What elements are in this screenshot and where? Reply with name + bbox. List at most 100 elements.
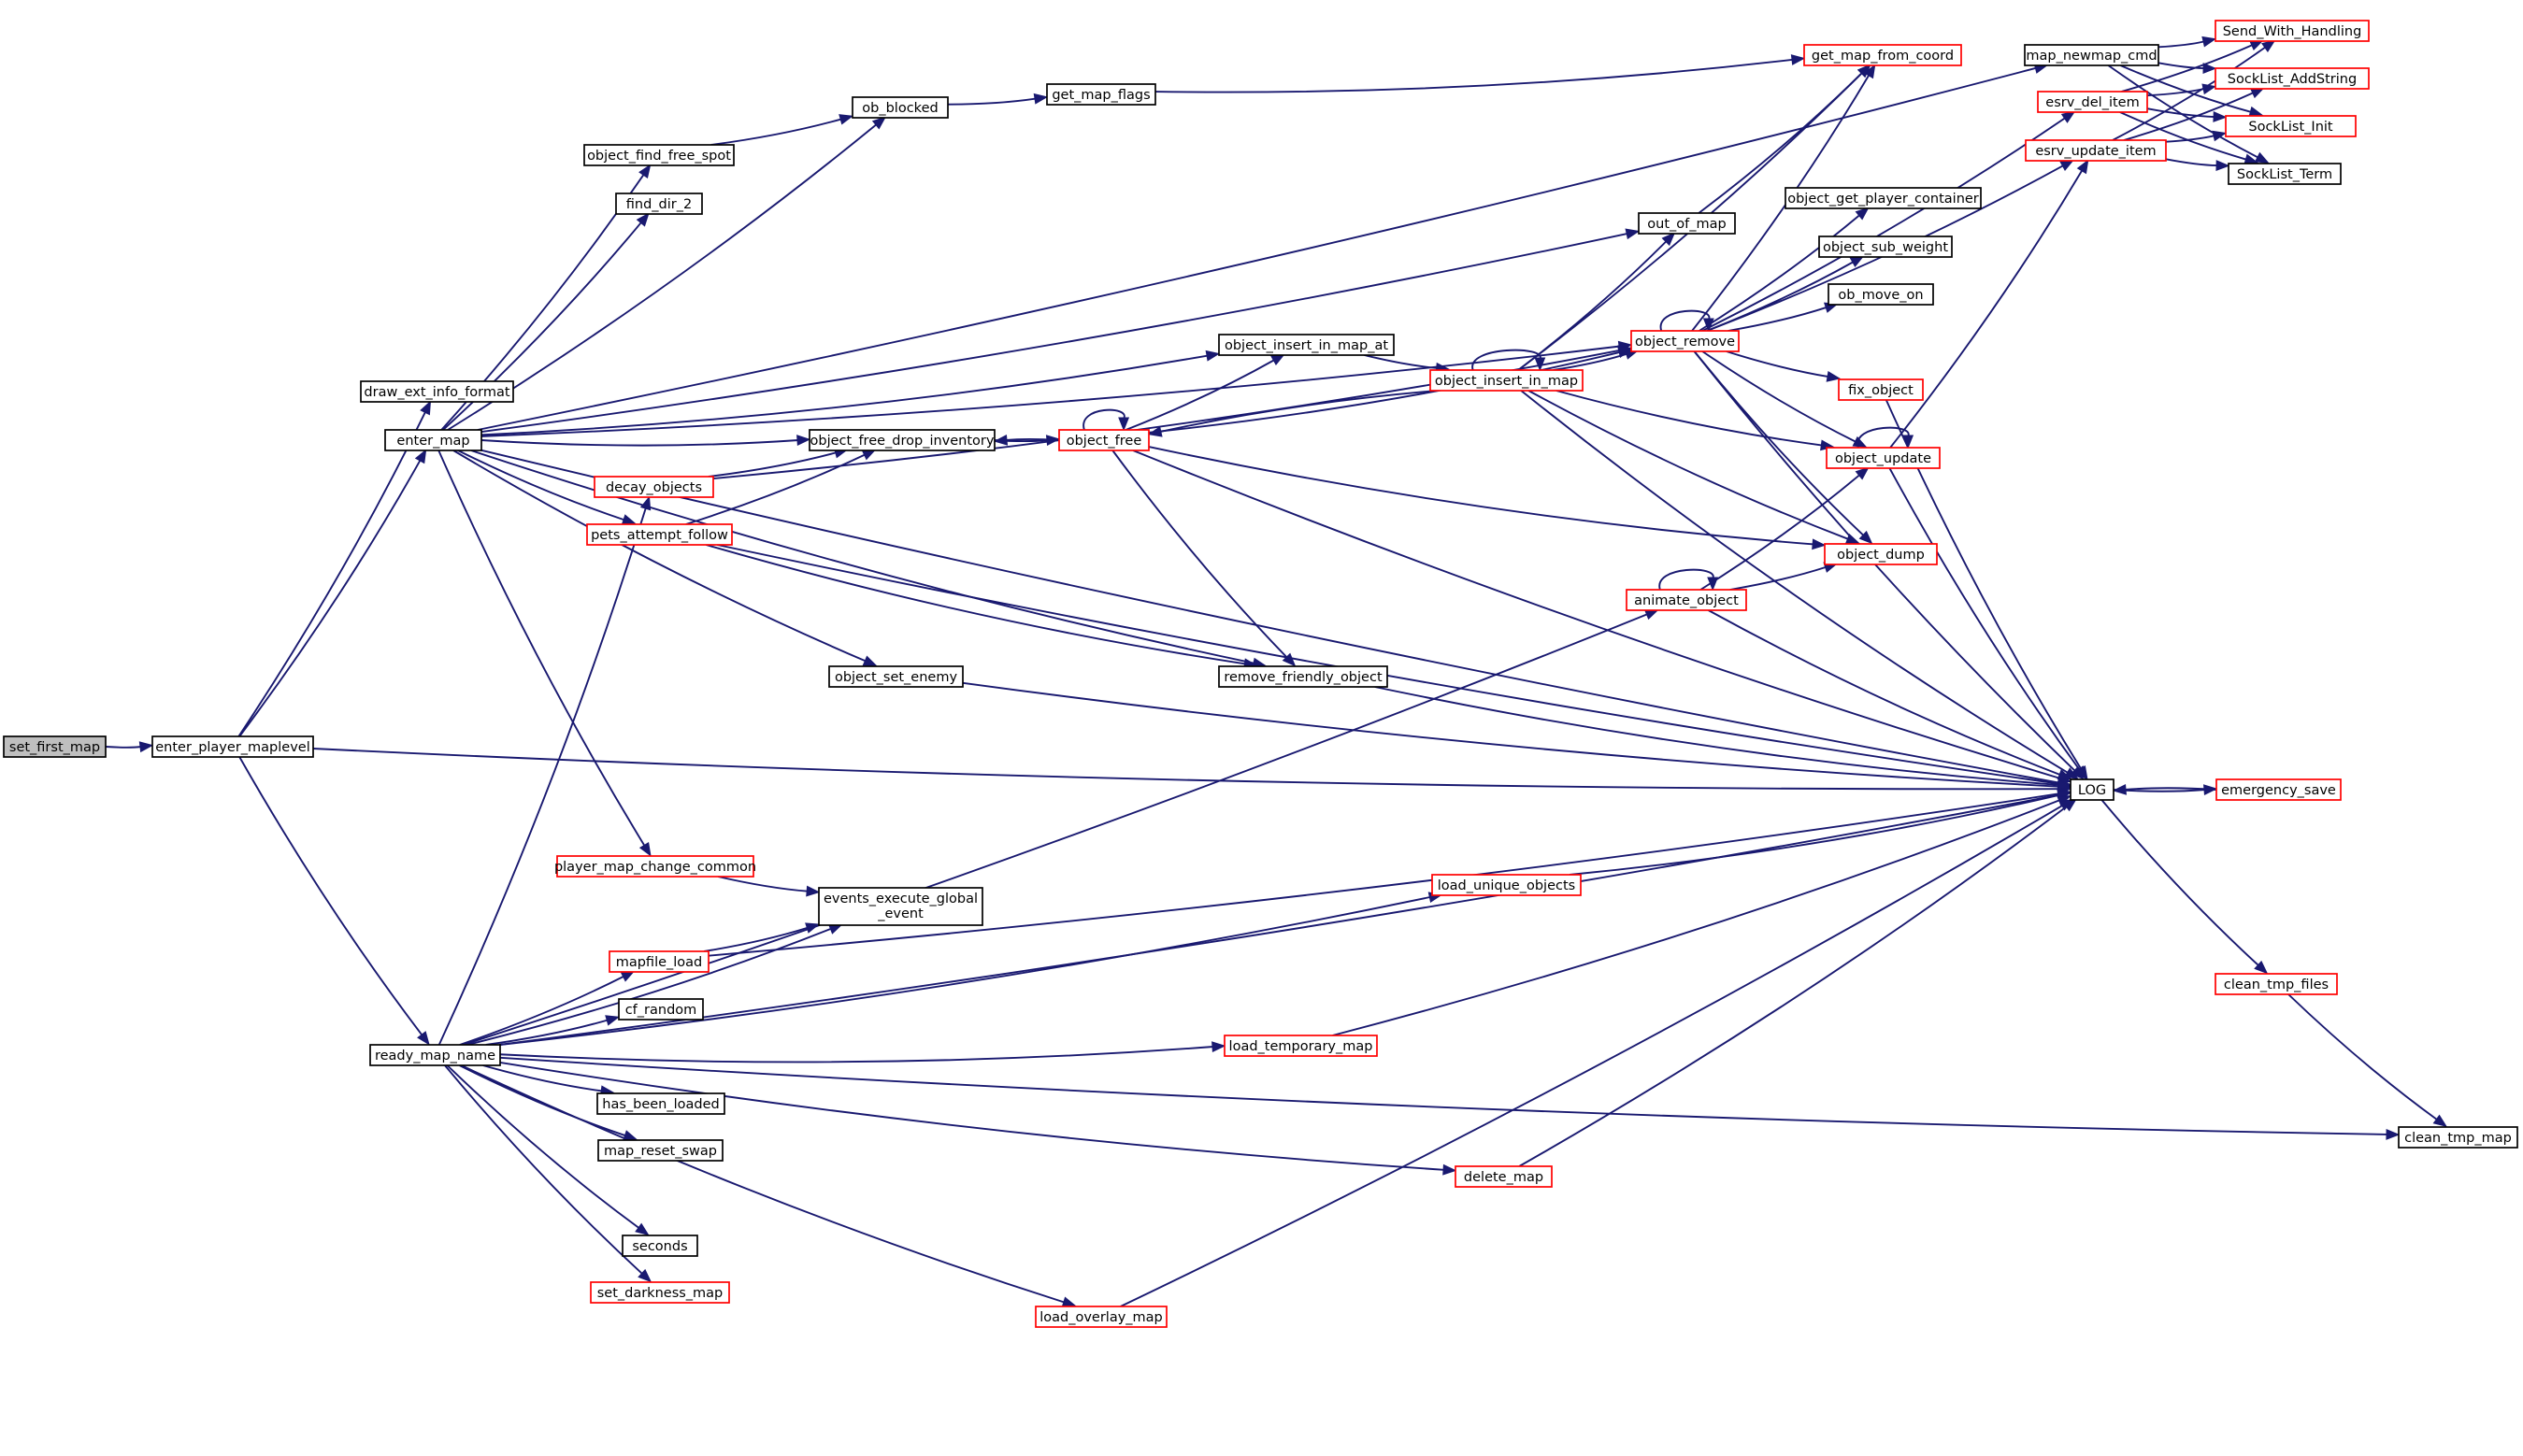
node-remove_friendly_object[interactable]: remove_friendly_object xyxy=(1218,665,1388,688)
edge-arrowhead xyxy=(2076,159,2089,175)
edge-clean_tmp_files-to-clean_tmp_map xyxy=(2287,993,2448,1128)
edge-enter_map-to-LOG xyxy=(480,449,2072,789)
node-label: cf_random xyxy=(625,1003,697,1018)
edge-object_set_enemy-to-LOG xyxy=(962,681,2072,792)
node-object_set_enemy[interactable]: object_set_enemy xyxy=(828,665,964,688)
node-player_map_change_common[interactable]: player_map_change_common xyxy=(554,855,756,878)
node-has_been_loaded[interactable]: has_been_loaded xyxy=(596,1092,725,1115)
edge-line xyxy=(1889,169,2084,449)
node-set_first_map[interactable]: set_first_map xyxy=(3,735,107,758)
node-delete_map[interactable]: delete_map xyxy=(1455,1165,1553,1188)
node-label: object_find_free_spot xyxy=(587,149,731,164)
node-SockList_Init[interactable]: SockList_Init xyxy=(2225,115,2357,137)
node-object_get_player_container[interactable]: object_get_player_container xyxy=(1785,187,1982,209)
node-label: set_first_map xyxy=(9,740,100,755)
edge-ready_map_name-to-clean_tmp_map xyxy=(499,1056,2401,1140)
node-object_free_drop_inventory[interactable]: object_free_drop_inventory xyxy=(809,429,996,451)
node-load_overlay_map[interactable]: load_overlay_map xyxy=(1035,1306,1168,1328)
node-decay_objects[interactable]: decay_objects xyxy=(594,476,714,498)
node-get_map_from_coord[interactable]: get_map_from_coord xyxy=(1803,44,1962,66)
node-map_newmap_cmd[interactable]: map_newmap_cmd xyxy=(2024,44,2159,66)
edge-animate_object-to-object_dump xyxy=(1729,562,1839,591)
edge-line xyxy=(1125,359,1275,431)
node-get_map_flags[interactable]: get_map_flags xyxy=(1046,83,1156,106)
node-find_dir_2[interactable]: find_dir_2 xyxy=(615,193,703,215)
node-enter_player_maplevel[interactable]: enter_player_maplevel xyxy=(151,735,314,758)
node-enter_map[interactable]: enter_map xyxy=(384,429,482,451)
node-LOG[interactable]: LOG xyxy=(2070,778,2114,801)
edge-arrowhead xyxy=(1702,318,1714,333)
node-cf_random[interactable]: cf_random xyxy=(618,998,704,1021)
node-box xyxy=(1431,874,1582,896)
node-box xyxy=(596,1092,725,1115)
node-events_execute_global_event[interactable]: events_execute_global_event xyxy=(818,887,983,926)
node-label: pets_attempt_follow xyxy=(591,528,728,543)
node-map_reset_swap[interactable]: map_reset_swap xyxy=(597,1139,724,1162)
node-object_sub_weight[interactable]: object_sub_weight xyxy=(1818,236,1953,258)
edge-arrowhead xyxy=(638,164,652,179)
node-animate_object[interactable]: animate_object xyxy=(1626,589,1747,611)
node-ob_move_on[interactable]: ob_move_on xyxy=(1828,283,1934,306)
node-out_of_map[interactable]: out_of_map xyxy=(1638,212,1736,235)
node-load_temporary_map[interactable]: load_temporary_map xyxy=(1224,1035,1378,1057)
node-box xyxy=(1046,83,1156,106)
edge-ready_map_name-to-LOG xyxy=(499,790,2072,1046)
edge-arrowhead xyxy=(2212,130,2228,142)
node-SockList_AddString[interactable]: SockList_AddString xyxy=(2215,67,2370,90)
node-object_find_free_spot[interactable]: object_find_free_spot xyxy=(583,144,735,166)
node-box xyxy=(583,144,735,166)
node-box xyxy=(852,96,949,119)
node-esrv_update_item[interactable]: esrv_update_item xyxy=(2025,139,2167,162)
node-set_darkness_map[interactable]: set_darkness_map xyxy=(590,1281,730,1304)
node-emergency_save[interactable]: emergency_save xyxy=(2215,778,2342,801)
node-object_insert_in_map_at[interactable]: object_insert_in_map_at xyxy=(1218,334,1395,356)
edge-arrowhead xyxy=(1617,345,1633,356)
edge-line xyxy=(482,1064,603,1092)
node-object_insert_in_map[interactable]: object_insert_in_map xyxy=(1429,369,1584,392)
node-ready_map_name[interactable]: ready_map_name xyxy=(369,1044,501,1066)
node-label: draw_ext_info_format xyxy=(364,385,509,400)
node-draw_ext_info_format[interactable]: draw_ext_info_format xyxy=(360,380,514,403)
node-box xyxy=(2215,778,2342,801)
edge-object_update-to-object_update xyxy=(1856,426,1914,450)
node-object_free[interactable]: object_free xyxy=(1058,429,1150,451)
edge-line xyxy=(480,439,799,447)
node-label: get_map_from_coord xyxy=(1812,49,1954,64)
edge-arrowhead xyxy=(1902,435,1914,450)
edge-arrowhead xyxy=(1858,530,1873,545)
node-box xyxy=(1429,369,1584,392)
node-ob_blocked[interactable]: ob_blocked xyxy=(852,96,949,119)
node-box xyxy=(2070,778,2114,801)
edge-load_overlay_map-to-LOG xyxy=(1120,798,2074,1307)
edge-line xyxy=(499,1046,1214,1063)
node-seconds[interactable]: seconds xyxy=(622,1235,698,1257)
edge-line xyxy=(962,681,2060,788)
node-esrv_del_item[interactable]: esrv_del_item xyxy=(2037,91,2148,113)
node-clean_tmp_files[interactable]: clean_tmp_files xyxy=(2215,973,2338,995)
edge-arrowhead xyxy=(2254,151,2270,164)
edge-arrowhead xyxy=(2432,1114,2448,1128)
edge-line xyxy=(480,354,1209,436)
node-load_unique_objects[interactable]: load_unique_objects xyxy=(1431,874,1582,896)
node-pets_attempt_follow[interactable]: pets_attempt_follow xyxy=(586,523,733,546)
node-object_remove[interactable]: object_remove xyxy=(1630,330,1740,352)
node-label: object_free_drop_inventory xyxy=(810,434,995,449)
node-object_dump[interactable]: object_dump xyxy=(1824,543,1938,565)
edge-line xyxy=(1555,390,1823,447)
node-Send_With_Handling[interactable]: Send_With_Handling xyxy=(2215,20,2370,42)
edge-arrowhead xyxy=(1033,93,1049,105)
node-label: seconds xyxy=(632,1239,687,1254)
node-box xyxy=(1826,447,1941,469)
edge-object_remove-to-object_update xyxy=(1701,350,1868,448)
node-fix_object[interactable]: fix_object xyxy=(1838,378,1924,401)
node-SockList_Term[interactable]: SockList_Term xyxy=(2228,163,2342,185)
edge-line xyxy=(1148,446,1814,546)
node-object_update[interactable]: object_update xyxy=(1826,447,1941,469)
edge-arrowhead xyxy=(796,435,811,447)
edge-load_temporary_map-to-LOG xyxy=(1332,795,2072,1036)
node-clean_tmp_map[interactable]: clean_tmp_map xyxy=(2398,1126,2518,1149)
edge-arrowhead xyxy=(635,1222,650,1236)
node-mapfile_load[interactable]: mapfile_load xyxy=(609,950,710,973)
node-label: esrv_update_item xyxy=(2035,144,2156,159)
edge-line xyxy=(1120,804,2064,1307)
